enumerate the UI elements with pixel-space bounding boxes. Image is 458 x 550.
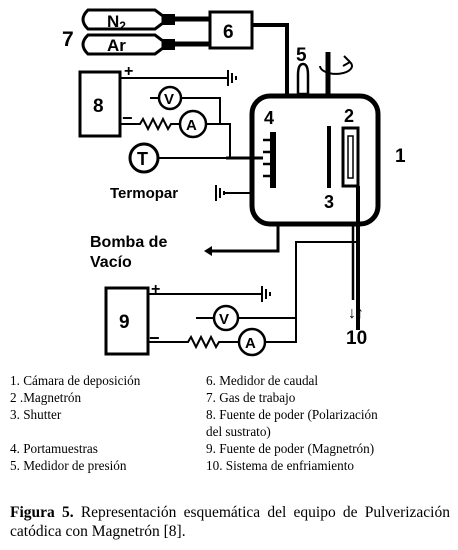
label-7: 7 bbox=[62, 28, 74, 51]
flow-meter-box bbox=[208, 10, 254, 50]
figure-caption-text: Representación esquemática del equipo de… bbox=[10, 504, 450, 540]
label-1: 1 bbox=[395, 146, 406, 167]
svg-text:A: A bbox=[245, 335, 256, 352]
legend-item: 4. Portamuestras bbox=[10, 441, 98, 456]
legend-item: 7. Gas de trabajo bbox=[206, 390, 296, 405]
label-10: 10 bbox=[346, 328, 367, 349]
legend-item bbox=[10, 423, 206, 440]
legend-item: 2 .Magnetrón bbox=[10, 390, 82, 405]
label-8: 8 bbox=[93, 96, 104, 117]
label-3: 3 bbox=[324, 192, 334, 212]
gas-cylinder-n2: N2 bbox=[81, 8, 210, 33]
sputtering-diagram: N2 Ar 7 6 5 1 3 2 4 8 + − V A T Term bbox=[62, 8, 406, 357]
bomba-label-1: Bomba de bbox=[90, 234, 167, 251]
termopar-label: Termopar bbox=[110, 185, 178, 202]
minus-9: − bbox=[149, 328, 160, 348]
plus-8: + bbox=[124, 63, 133, 80]
legend-item: 6. Medidor de caudal bbox=[206, 373, 319, 388]
figure-caption: Figura 5. Representación esquemática del… bbox=[10, 503, 450, 541]
power-supply-9 bbox=[104, 286, 150, 356]
legend-item: 8. Fuente de poder (Polarización bbox=[206, 407, 378, 422]
legend-item: 5. Medidor de presión bbox=[10, 458, 127, 473]
label-2: 2 bbox=[344, 106, 354, 126]
label-6: 6 bbox=[223, 22, 234, 43]
svg-text:A: A bbox=[186, 117, 197, 134]
legend: 1. Cámara de deposición 6. Medidor de cau… bbox=[10, 372, 450, 474]
sample-holder bbox=[270, 132, 276, 188]
gas-cylinder-ar: Ar bbox=[81, 33, 210, 56]
legend-item: 10. Sistema de enfriamiento bbox=[206, 458, 354, 473]
ar-label: Ar bbox=[107, 36, 126, 55]
svg-text:T: T bbox=[137, 149, 148, 169]
minus-8: − bbox=[122, 108, 133, 128]
legend-item: 1. Cámara de deposición bbox=[10, 373, 141, 388]
bomba-label-2: Vacío bbox=[90, 254, 132, 271]
legend-item: 3. Shutter bbox=[10, 407, 62, 422]
pressure-gauge bbox=[296, 62, 310, 96]
plus-9: + bbox=[151, 281, 160, 298]
svg-text:V: V bbox=[164, 91, 174, 108]
label-5: 5 bbox=[296, 45, 307, 66]
legend-item: del sustrato) bbox=[206, 424, 271, 439]
power-supply-8 bbox=[78, 70, 122, 138]
label-4: 4 bbox=[264, 108, 274, 128]
legend-item: 9. Fuente de poder (Magnetrón) bbox=[206, 441, 375, 456]
shutter bbox=[327, 126, 331, 188]
label-9: 9 bbox=[119, 312, 130, 333]
gas-line bbox=[252, 23, 289, 96]
n2-label: N2 bbox=[107, 12, 126, 33]
figure-label: Figura 5. bbox=[10, 504, 74, 521]
svg-text:V: V bbox=[219, 311, 229, 328]
cooling-arrows: ↓↑ bbox=[348, 305, 364, 322]
